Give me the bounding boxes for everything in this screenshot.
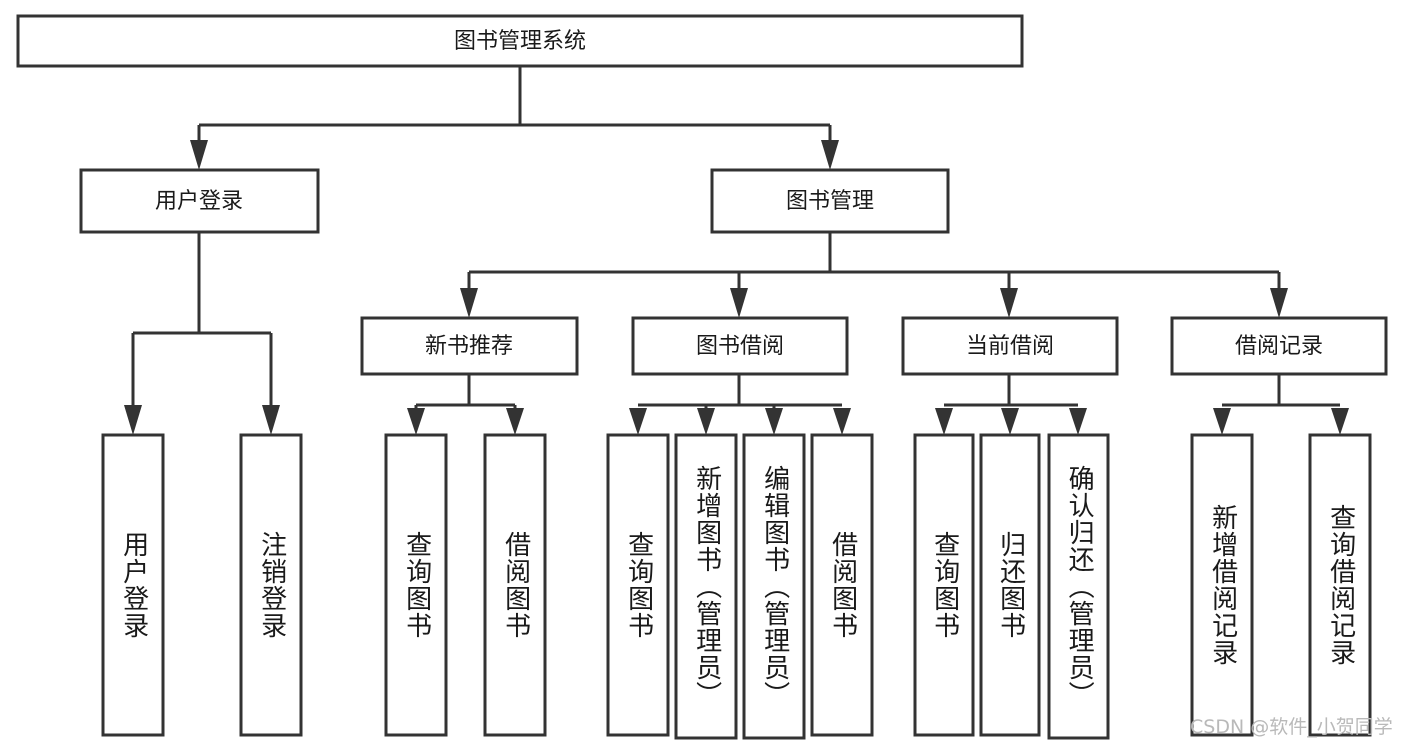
arrow-head-leaf-query-book-2 [629,408,647,435]
connector-group-new-book-rec [407,374,524,435]
node-label-root: 图书管理系统 [454,29,586,54]
csdn-watermark: CSDN @软件_小贺同学 [1190,716,1393,738]
arrow-head-book-manage [821,140,839,170]
connector-group-root [190,66,839,170]
node-box-leaf-edit-book[interactable] [742,433,806,740]
node-box-book-borrow[interactable] [631,316,849,376]
node-box-user-login[interactable] [79,168,320,234]
arrow-head-leaf-query-book-1 [407,408,425,435]
arrow-head-new-book-rec [460,288,478,318]
node-box-leaf-add-book[interactable] [674,433,738,740]
node-box-borrow-record[interactable] [1170,316,1388,376]
connector-group-borrow-record [1213,374,1349,435]
connector-group-book-manage [460,232,1288,318]
node-label-book-borrow: 图书借阅 [696,334,784,359]
arrow-head-leaf-add-record [1213,408,1231,435]
node-box-leaf-user-login[interactable] [101,433,165,737]
arrow-head-leaf-query-record [1331,408,1349,435]
connector-group-user-login [124,232,280,435]
node-box-leaf-add-record[interactable] [1190,433,1254,737]
node-box-new-book-rec[interactable] [360,316,579,376]
arrow-head-leaf-logout [262,405,280,435]
node-box-leaf-borrow-book-2[interactable] [810,433,874,737]
node-box-leaf-logout[interactable] [239,433,303,737]
node-box-leaf-query-book-3[interactable] [913,433,975,737]
arrow-head-leaf-confirm-return [1069,408,1087,435]
connector-group-current-borrow [935,374,1087,435]
node-box-current-borrow[interactable] [901,316,1119,376]
arrow-head-leaf-edit-book [765,408,783,435]
arrow-head-leaf-query-book-3 [935,408,953,435]
arrow-head-borrow-record [1270,288,1288,318]
arrow-head-leaf-add-book [697,408,715,435]
arrow-head-leaf-borrow-book-2 [833,408,851,435]
arrow-head-leaf-return-book [1001,408,1019,435]
arrow-head-leaf-borrow-book-1 [506,408,524,435]
node-box-leaf-return-book[interactable] [979,433,1041,737]
arrow-head-book-borrow [730,288,748,318]
node-label-new-book-rec: 新书推荐 [425,334,513,359]
node-box-leaf-query-book-1[interactable] [384,433,448,737]
connector-group-book-borrow [629,374,851,435]
node-label-current-borrow: 当前借阅 [966,334,1054,359]
node-label-book-manage: 图书管理 [786,189,874,214]
arrow-head-leaf-user-login [124,405,142,435]
node-box-leaf-query-record[interactable] [1308,433,1372,737]
node-label-borrow-record: 借阅记录 [1235,334,1323,359]
node-box-root[interactable] [16,14,1024,68]
node-box-leaf-confirm-return[interactable] [1047,433,1110,740]
node-box-leaf-query-book-2[interactable] [606,433,670,737]
arrow-head-user-login [190,140,208,170]
node-box-book-manage[interactable] [710,168,950,234]
node-boxes: 图书管理系统 用户登录 图书管理 新书推荐 图书借阅 当前借阅 借阅记录 [16,14,1388,740]
node-label-user-login: 用户登录 [155,189,243,214]
node-box-leaf-borrow-book-1[interactable] [483,433,547,737]
arrow-head-current-borrow [1000,288,1018,318]
